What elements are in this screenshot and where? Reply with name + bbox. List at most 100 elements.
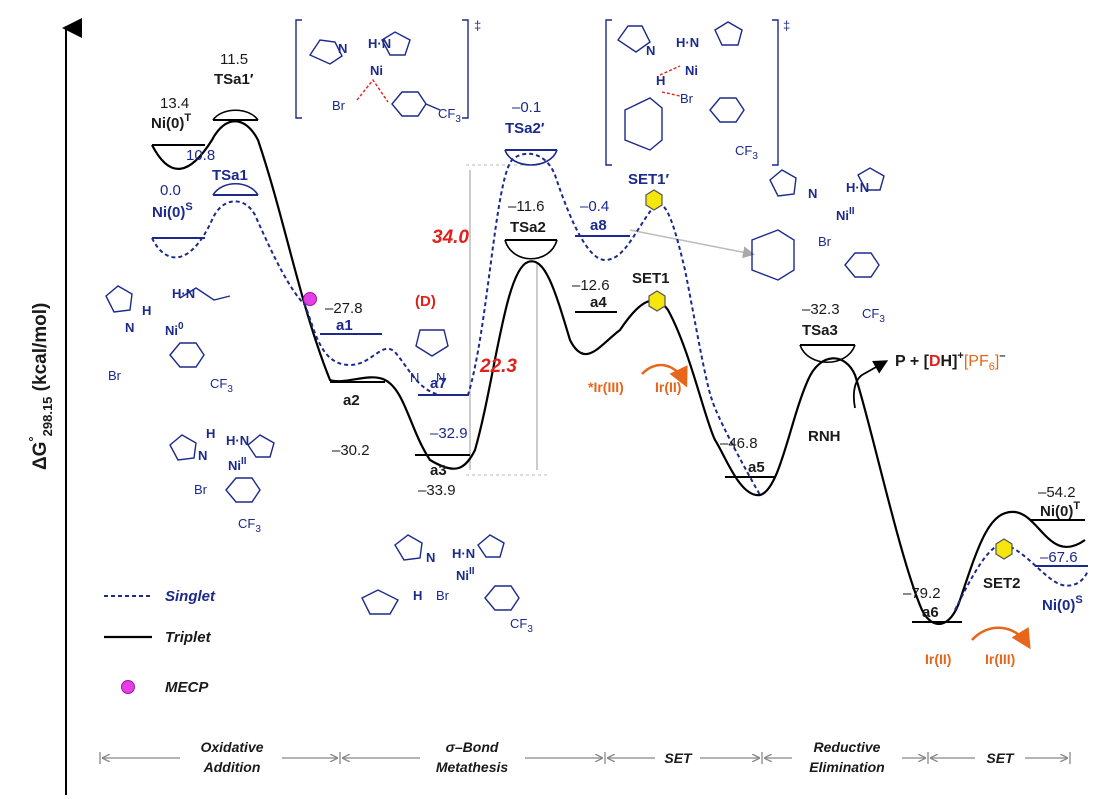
phase-reductive-elimination-1: Reductive [814, 739, 881, 755]
set1p-hexagon-icon [645, 189, 663, 211]
svg-text:CF3: CF3 [238, 516, 261, 535]
tsa3-value: –32.3 [802, 301, 840, 318]
a8-pointer [629, 229, 755, 259]
svg-text:N: N [426, 550, 435, 565]
svg-text:H·N: H·N [172, 286, 195, 301]
svg-text:Br: Br [680, 91, 694, 106]
phase-reductive-elimination-2: Elimination [809, 759, 884, 775]
svg-text:H·N: H·N [846, 180, 869, 195]
singlet-curve-end [954, 543, 1089, 611]
cap-tsa1 [212, 182, 259, 196]
svg-text:CF3: CF3 [438, 106, 461, 125]
svg-text:NiII: NiII [836, 206, 855, 223]
niII-complex-structure: H N H·N NiII Br CF3 [169, 426, 275, 535]
svg-text:Br: Br [194, 482, 208, 497]
a3-label: a3 [430, 462, 447, 479]
tsa2p-value: –0.1 [512, 99, 541, 116]
a3-value: –33.9 [418, 482, 456, 499]
svg-text:N: N [808, 186, 817, 201]
a8-value: –0.4 [580, 198, 609, 215]
svg-text:CF3: CF3 [862, 306, 885, 325]
tsa2-label: TSa2 [510, 219, 546, 236]
barrier-22: 22.3 [479, 356, 517, 377]
mecp-point [303, 292, 317, 306]
legend-mecp-dot [121, 680, 135, 694]
svg-text:Ni: Ni [370, 63, 383, 78]
ir1-from: *Ir(III) [588, 379, 624, 395]
ir1-to: Ir(II) [655, 379, 681, 395]
a5-label: a5 [748, 459, 765, 476]
phase-oxidative-addition-2: Addition [203, 759, 261, 775]
ir2-to: Ir(III) [985, 651, 1015, 667]
svg-text:Br: Br [108, 368, 122, 383]
ni0-t2-label: Ni(0)T [1040, 500, 1080, 520]
tsa1p-label: TSa1′ [214, 71, 254, 88]
phase-axis [99, 752, 1071, 764]
cap-tsa1p [212, 109, 259, 121]
legend-triplet-label: Triplet [165, 629, 212, 646]
set1-hexagon-icon [648, 290, 666, 312]
tsa2p-structure: ‡ N H·N Ni H Br CF3 [605, 18, 790, 166]
set1p-label: SET1′ [628, 171, 670, 188]
legend-singlet-label: Singlet [165, 588, 216, 605]
ir2-arrow [971, 626, 1031, 650]
svg-text:H·N: H·N [368, 36, 391, 51]
phase-set-2: SET [986, 750, 1015, 766]
set1-label: SET1 [632, 270, 670, 287]
a6-label: a6 [922, 604, 939, 621]
ni0-s-label: Ni(0)S [152, 201, 193, 221]
svg-text:Br: Br [332, 98, 346, 113]
svg-text:N: N [125, 320, 134, 335]
ni0-t-value: 13.4 [160, 95, 189, 112]
ni0-s-value: 0.0 [160, 182, 181, 199]
d-label: (D) [415, 293, 436, 310]
ni0-s2-label: Ni(0)S [1042, 594, 1083, 614]
product-label: P + [DH]+[PF6]– [895, 350, 1005, 373]
svg-text:NiII: NiII [456, 566, 475, 583]
tsa2-value: –11.6 [508, 198, 544, 215]
svg-text:H·N: H·N [676, 35, 699, 50]
svg-text:H: H [413, 588, 422, 603]
triplet-curve [151, 120, 1086, 626]
cap-tsa3 [799, 344, 856, 364]
svg-text:‡: ‡ [474, 18, 481, 33]
svg-text:CF3: CF3 [510, 616, 533, 635]
set2-label: SET2 [983, 575, 1021, 592]
set2-hexagon-icon [995, 538, 1013, 560]
a2-value: –30.2 [332, 442, 370, 459]
a2-label: a2 [343, 392, 360, 409]
a4-label: a4 [590, 294, 607, 311]
tsa1-value: 10.8 [186, 147, 215, 164]
ni0-s2-value: –67.6 [1040, 549, 1078, 566]
svg-text:H: H [656, 73, 665, 88]
ni0-t-label: Ni(0)T [151, 112, 191, 132]
cap-tsa2p [504, 149, 558, 166]
rnh-label: RNH [808, 428, 841, 445]
a4-value: –12.6 [572, 277, 610, 294]
svg-text:Br: Br [436, 588, 450, 603]
svg-text:H: H [206, 426, 215, 441]
svg-text:N: N [646, 43, 655, 58]
ir1-arrow [641, 363, 688, 388]
svg-text:Ni: Ni [685, 63, 698, 78]
ni0-t2-value: –54.2 [1038, 484, 1076, 501]
ir2-from: Ir(II) [925, 651, 951, 667]
rnh-arrow [852, 360, 889, 409]
svg-text:Ni0: Ni0 [165, 321, 184, 338]
tsa1-label: TSa1 [212, 167, 248, 184]
a8-structure: N H·N NiII Br CF3 [751, 167, 885, 325]
tsa2p-label: TSa2′ [505, 120, 545, 137]
a7-label: a7 [430, 375, 447, 392]
svg-text:H·N: H·N [452, 546, 475, 561]
phase-sigma-bond-1: σ–Bond [446, 739, 499, 755]
barrier-34: 34.0 [432, 227, 469, 248]
svg-text:CF3: CF3 [210, 376, 233, 395]
svg-text:H: H [142, 303, 151, 318]
svg-text:Br: Br [818, 234, 832, 249]
svg-text:N: N [410, 370, 419, 385]
svg-text:H·N: H·N [226, 433, 249, 448]
svg-text:NiII: NiII [228, 456, 247, 473]
a5-value: –46.8 [720, 435, 758, 452]
svg-text:N: N [338, 41, 347, 56]
